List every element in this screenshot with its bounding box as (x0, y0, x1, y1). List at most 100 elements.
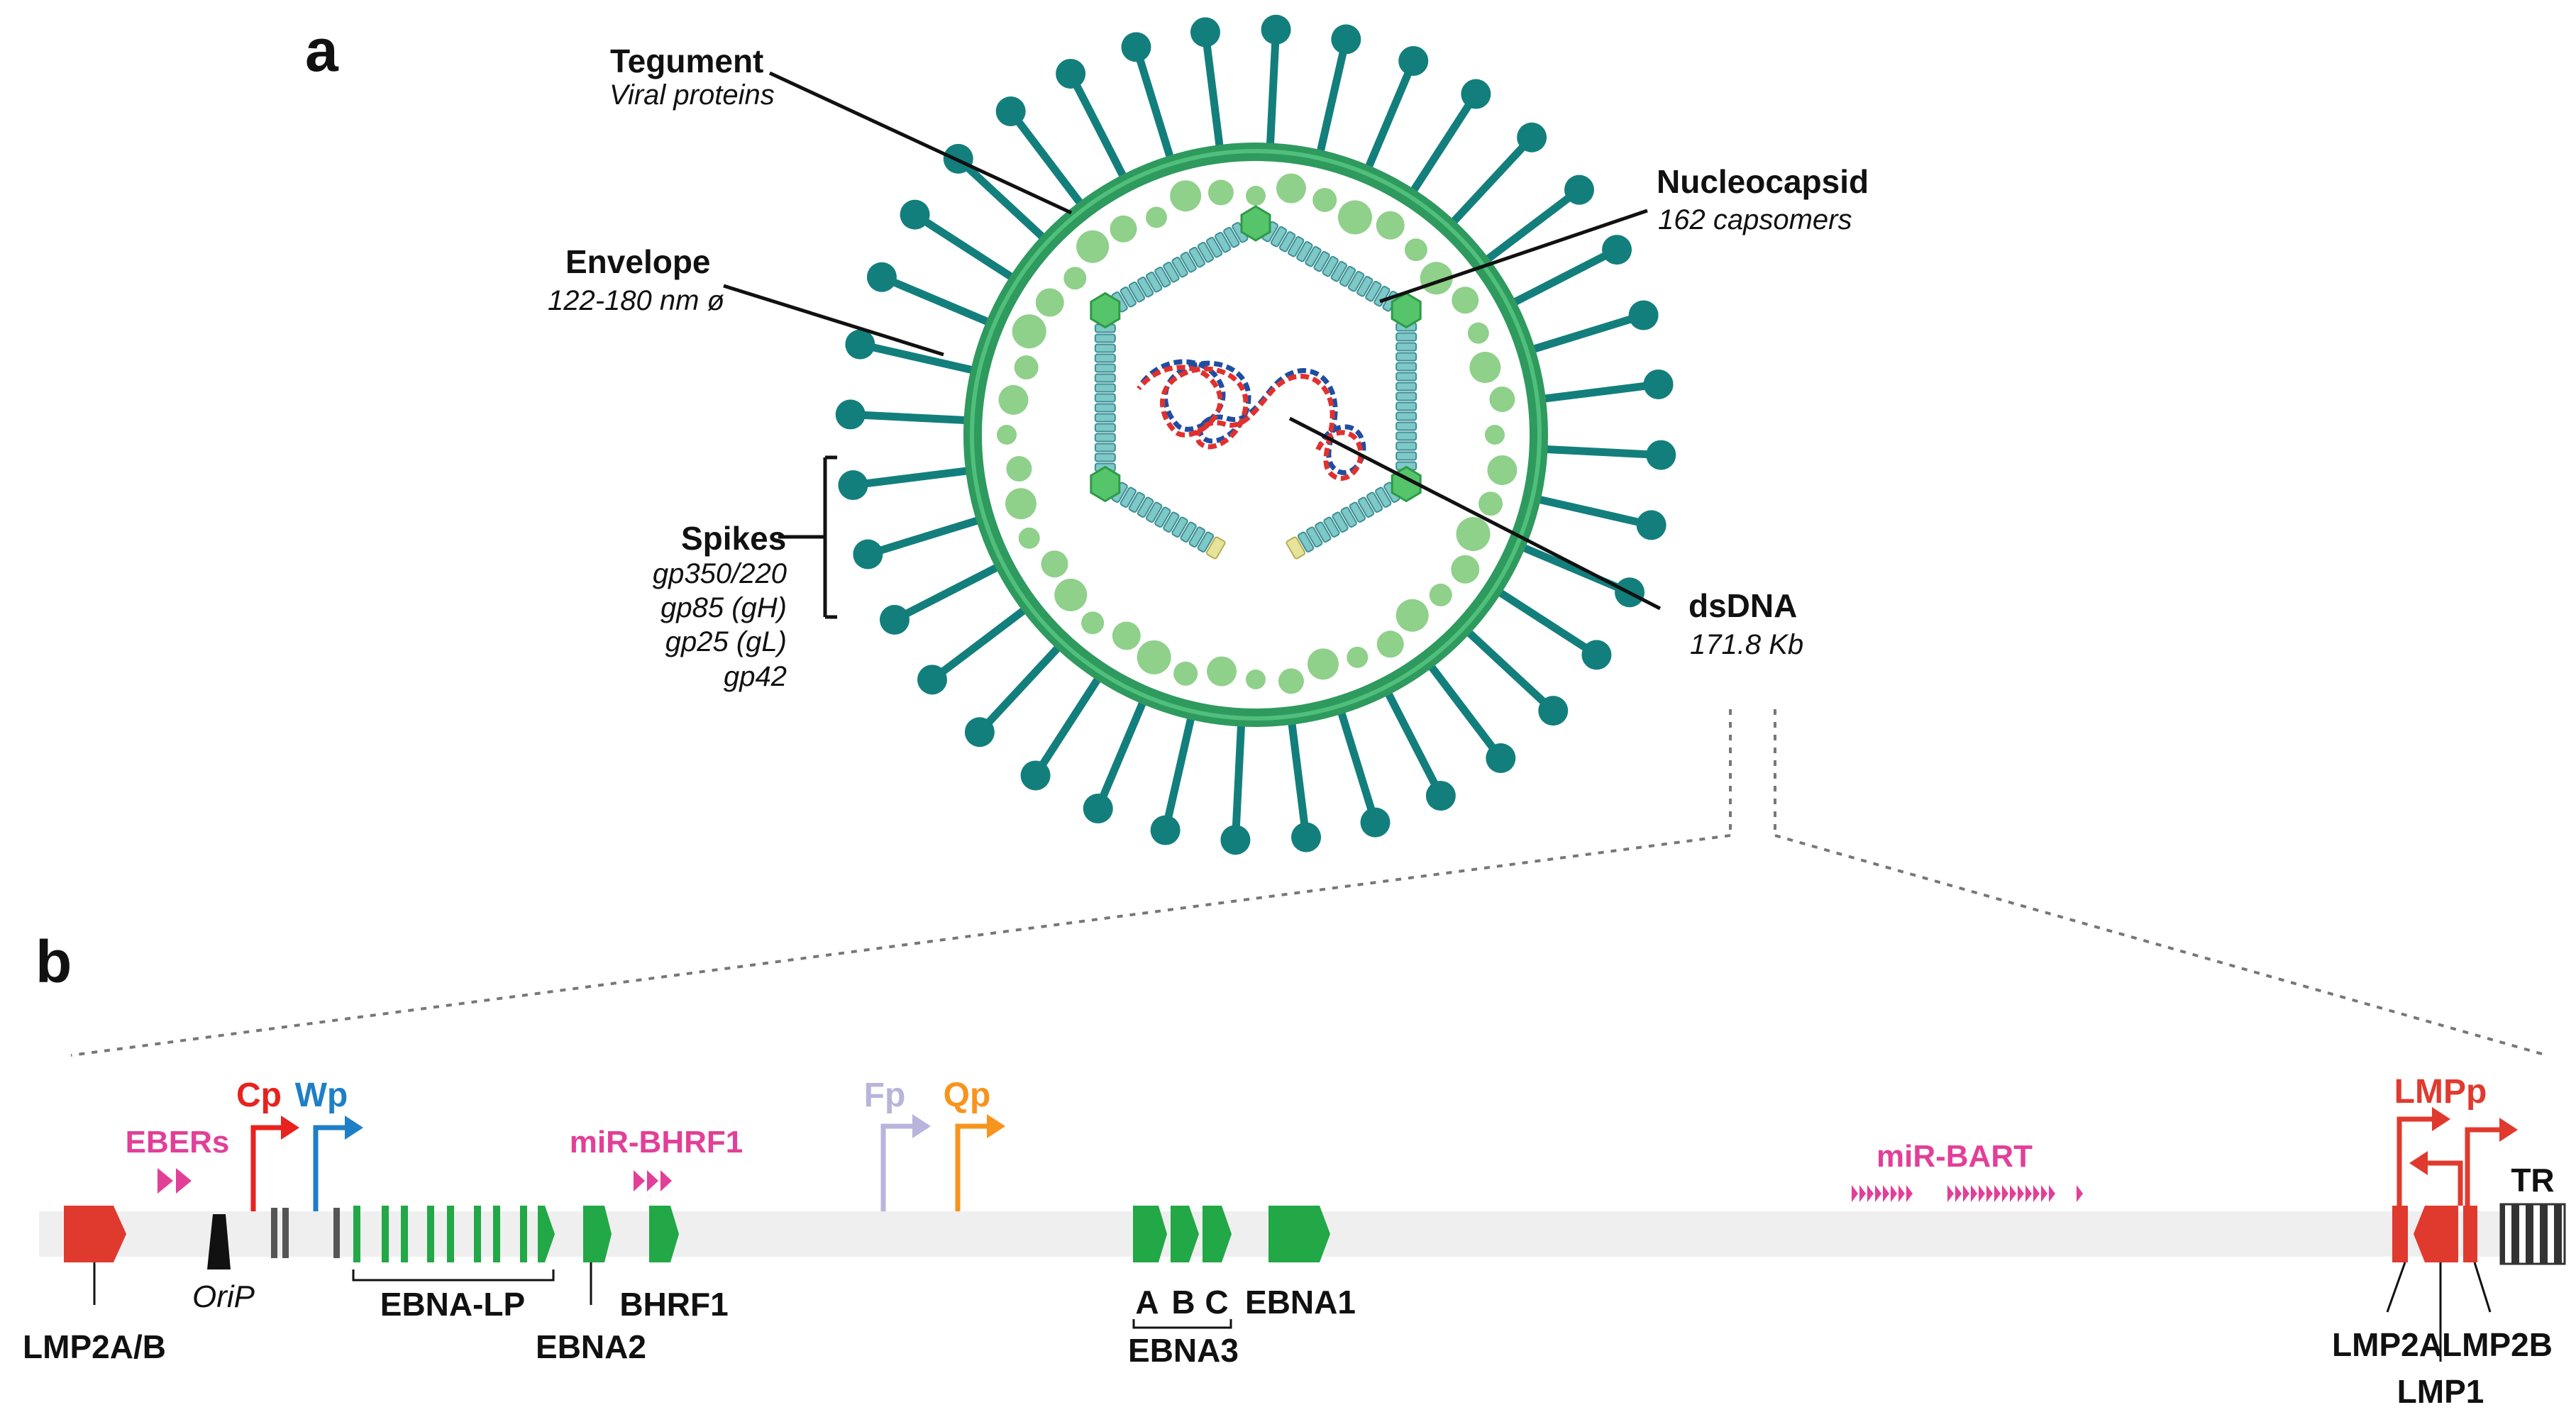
promoters: Cp Wp Fp Qp LMPp (236, 1073, 2518, 1211)
mirna-mark (1986, 1185, 1993, 1202)
tegument-dot (1489, 387, 1515, 413)
spike (1232, 718, 1246, 828)
tegument-label: Tegument (610, 43, 763, 79)
tegument-dot (998, 384, 1029, 415)
mirna-mark (1859, 1185, 1866, 1202)
spike (1039, 670, 1105, 768)
spike-head (853, 539, 883, 569)
lmp2b-label: LMP2B (2442, 1326, 2553, 1363)
mirna-mark (2041, 1185, 2047, 1202)
spike-head (995, 96, 1026, 126)
tegument-dot (1207, 656, 1237, 687)
spike (1335, 704, 1376, 812)
spike-head (1636, 510, 1666, 540)
tegument-dot (1005, 488, 1037, 520)
lmp2a-label: LMP2A (2332, 1326, 2443, 1363)
dsdna-label: dsDNA (1688, 587, 1797, 624)
panel-a-leader-lines (723, 71, 1662, 619)
genome-map: LMP2A/B OriP EBNA-LP EBNA2 BHRF1 A B C E… (23, 1162, 2566, 1410)
spike (1381, 685, 1439, 787)
spike (1531, 494, 1641, 526)
orip-label: OriP (192, 1279, 255, 1314)
spike (1461, 625, 1547, 706)
envelope-sublabel: 122-180 nm ø (548, 285, 724, 316)
spike-head (1291, 822, 1322, 852)
tegument-dot (1041, 550, 1068, 578)
spike-head (1398, 45, 1429, 76)
zoom-guide-lines (70, 709, 2548, 1057)
mirna-mark (1852, 1185, 1858, 1202)
mirna-mark (2025, 1185, 2032, 1202)
mir-bhrf1-label: miR-BHRF1 (570, 1125, 743, 1160)
spike-head (1150, 815, 1181, 845)
tegument-sublabel: Viral proteins (609, 79, 775, 111)
mirna-mark (157, 1168, 173, 1194)
fp-promoter-arrow (880, 1123, 914, 1211)
spike (1164, 710, 1197, 820)
ebna-lp-exon (401, 1206, 408, 1262)
spike (1099, 694, 1149, 799)
spike (1424, 658, 1497, 751)
spike (1506, 251, 1608, 309)
lmpp-label: LMPp (2394, 1073, 2487, 1111)
spike-head (1581, 640, 1612, 670)
spike (1015, 118, 1088, 211)
spike-head (900, 199, 930, 230)
virion-interior (982, 161, 1530, 708)
envelope-callout: Envelope 122-180 nm ø (548, 243, 724, 316)
spike-head (838, 470, 868, 501)
spike-head (917, 665, 947, 695)
spike-glycoproteins (835, 14, 1676, 855)
spike-head (1486, 743, 1516, 774)
mirna-mark (2077, 1185, 2083, 1202)
spike-head (1517, 122, 1547, 152)
spike-head (1360, 807, 1391, 838)
spikes-callout: Spikes gp350/220 gp85 (gH) gp25 (gL) gp4… (653, 520, 787, 692)
ebna3c-gene (1203, 1206, 1232, 1262)
spike (922, 218, 1020, 284)
mirna-mark (2049, 1185, 2055, 1202)
tegument-dot (1478, 491, 1503, 516)
tegument-dot (1246, 669, 1266, 689)
tegument-dot (997, 425, 1017, 445)
qp-label: Qp (944, 1077, 991, 1114)
lmp2b-exon (2463, 1206, 2477, 1262)
mirna-mark (1898, 1185, 1905, 1202)
mirna-mark (1994, 1185, 2001, 1202)
spike (864, 466, 975, 488)
bhrf1-label: BHRF1 (619, 1286, 728, 1323)
spike-head (1331, 24, 1361, 55)
ebna2-gene (583, 1206, 612, 1262)
tegument-dot (1170, 180, 1202, 212)
spike-head (1564, 174, 1595, 205)
envelope-label: Envelope (565, 243, 711, 280)
tegument-dot (1014, 355, 1039, 380)
spike (1539, 445, 1649, 459)
tegument-dot (1137, 640, 1171, 674)
tegument-dot (1035, 288, 1064, 317)
mirna-mark (2002, 1185, 2008, 1202)
mirna-mark (1906, 1185, 1913, 1202)
spike-protein-3: gp25 (gL) (665, 626, 787, 657)
tegument-dot (1452, 287, 1479, 314)
spike-head (1628, 300, 1659, 330)
nucleocapsid (1090, 205, 1422, 560)
tegument-dot (1337, 200, 1372, 235)
tegument-dot (1173, 661, 1198, 686)
tegument-dot (1347, 646, 1369, 668)
spike (939, 603, 1032, 676)
tegument-dot (1376, 630, 1404, 658)
tegument-dot (1246, 186, 1266, 206)
spike-protein-2: gp85 (gH) (660, 592, 787, 623)
cp-promoter-arrow (250, 1125, 282, 1211)
spike (1362, 70, 1413, 175)
tegument-dot (1081, 611, 1105, 635)
capsid-vertex (1090, 291, 1121, 329)
spike (1406, 101, 1473, 199)
bhrf1-gene (649, 1206, 679, 1262)
spike (1136, 57, 1176, 165)
ebna1-label: EBNA1 (1245, 1284, 1356, 1321)
wp-promoter-arrow (313, 1125, 346, 1211)
spike-head (1646, 440, 1676, 470)
